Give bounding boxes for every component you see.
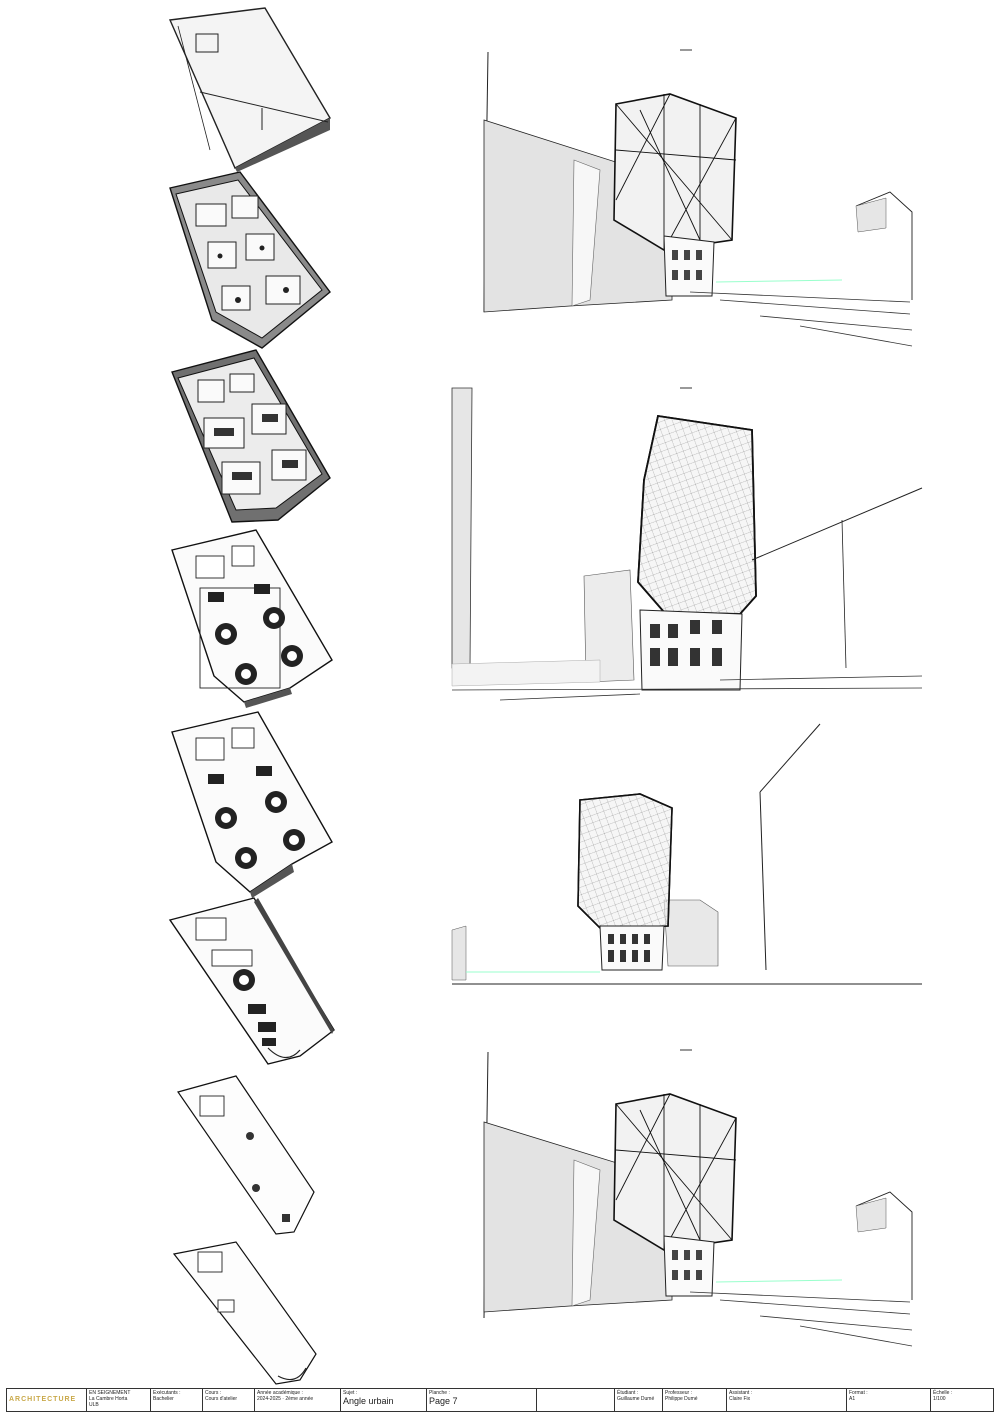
year-label: Année académique :	[257, 1390, 303, 1396]
axonometric-level-1	[168, 7, 331, 172]
subject-value: Angle urbain	[343, 1396, 394, 1406]
assistant-label: Assistant :	[729, 1390, 753, 1396]
student-cell: Étudiant : Guillaume Dumé	[615, 1389, 663, 1411]
axonometric-level-8	[172, 1241, 317, 1385]
professor-cell: Professeur : Philippe Dumé	[663, 1389, 727, 1411]
perspective-view-1	[483, 49, 913, 347]
scale-value: 1/100	[933, 1396, 946, 1402]
logo-cell: ARCHITECTURE	[7, 1389, 87, 1411]
school-line-2: La Cambre Horta	[89, 1396, 128, 1402]
format-cell: Format : A1	[847, 1389, 931, 1411]
axonometric-level-3	[171, 349, 331, 523]
logo: ARCHITECTURE	[9, 1396, 77, 1403]
axonometric-level-2	[169, 171, 331, 349]
assistant-cell: Assistant : Claire Fix	[727, 1389, 847, 1411]
plan-value: Page 7	[429, 1396, 458, 1406]
plan-cell: Planche : Page 7	[427, 1389, 537, 1411]
format-value: A1	[849, 1396, 856, 1402]
subject-cell: Sujet : Angle urbain	[341, 1389, 427, 1411]
student-label: Étudiant :	[617, 1390, 639, 1396]
perspective-view-3	[451, 723, 922, 985]
course-value: Cours d'atelier	[205, 1396, 238, 1402]
plan-label: Planche :	[429, 1390, 450, 1396]
assistant-value: Claire Fix	[729, 1396, 751, 1402]
scale-cell: Échelle : 1/100	[931, 1389, 993, 1411]
year-value: 2024-2025 · 2ème année	[257, 1396, 314, 1402]
spacer-cell	[537, 1389, 615, 1411]
format-label: Format :	[849, 1390, 868, 1396]
professor-value: Philippe Dumé	[665, 1396, 698, 1402]
perspective-view-4	[483, 1049, 913, 1347]
student-value: Guillaume Dumé	[617, 1396, 655, 1402]
school-line-1: EN SEIGNEMENT	[89, 1390, 131, 1396]
axonometric-level-4	[171, 529, 333, 708]
executants-cell: Exécutants : Bachelier	[151, 1389, 203, 1411]
title-block: ARCHITECTURE EN SEIGNEMENT La Cambre Hor…	[6, 1388, 994, 1412]
course-cell: Cours : Cours d'atelier	[203, 1389, 255, 1411]
executants-value: Bachelier	[153, 1396, 174, 1402]
axonometric-level-5	[171, 711, 333, 898]
executants-label: Exécutants :	[153, 1390, 181, 1396]
axonometric-level-6	[168, 897, 335, 1065]
school-line-3: ULB	[89, 1402, 99, 1408]
scale-label: Échelle :	[933, 1390, 953, 1396]
course-label: Cours :	[205, 1390, 222, 1396]
professor-label: Professeur :	[665, 1390, 692, 1396]
school-cell: EN SEIGNEMENT La Cambre Horta ULB	[87, 1389, 151, 1411]
perspective-view-2	[451, 387, 923, 701]
axonometric-level-7	[177, 1075, 315, 1235]
year-cell: Année académique : 2024-2025 · 2ème anné…	[255, 1389, 341, 1411]
subject-label: Sujet :	[343, 1390, 358, 1396]
